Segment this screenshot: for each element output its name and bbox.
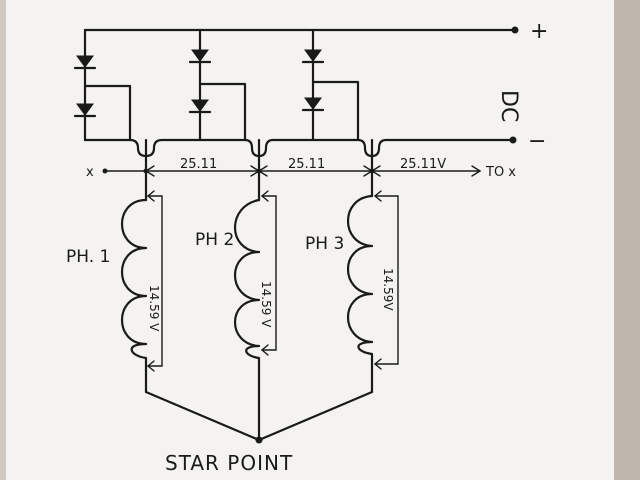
rectifier-leg-2 bbox=[188, 28, 247, 142]
rectifier-leg-1 bbox=[73, 28, 132, 142]
line-voltage-1: 25.11 bbox=[180, 157, 217, 172]
coil-phase-2 bbox=[234, 198, 261, 442]
diode-leg1-lower bbox=[73, 103, 97, 118]
phase-1-measure bbox=[146, 190, 163, 372]
phase-3-label: PH 3 bbox=[305, 234, 344, 254]
frame-edge bbox=[614, 0, 640, 480]
negative-terminal bbox=[509, 136, 517, 144]
minus-sign: − bbox=[528, 129, 546, 154]
diode-leg1-upper bbox=[73, 55, 97, 70]
star-point-node bbox=[255, 436, 263, 444]
phase-2-label: PH 2 bbox=[195, 230, 234, 250]
phase-voltage-3: 14.59V bbox=[381, 268, 395, 311]
diode-leg3-upper bbox=[301, 49, 325, 64]
phase-1-label: PH. 1 bbox=[66, 247, 110, 267]
star-connection bbox=[144, 390, 374, 444]
diode-leg2-upper bbox=[188, 49, 212, 64]
plus-sign: + bbox=[530, 19, 548, 44]
line-voltage-measure bbox=[102, 165, 482, 177]
star-point-label: STAR POINT bbox=[165, 451, 293, 475]
positive-terminal bbox=[511, 26, 519, 34]
phase-voltage-2: 14.59 V bbox=[259, 281, 273, 328]
phase-voltage-1: 14.59 V bbox=[147, 285, 161, 332]
diode-leg3-lower bbox=[301, 97, 325, 112]
line-voltage-3: 25.11V bbox=[400, 157, 446, 172]
x-left-label: x bbox=[86, 165, 94, 180]
diode-leg2-lower bbox=[188, 99, 212, 114]
coil-phase-1 bbox=[121, 198, 148, 394]
coil-phase-3 bbox=[347, 194, 374, 394]
positive-bus bbox=[83, 26, 519, 34]
paper-sheet bbox=[6, 0, 614, 480]
phase-2-measure bbox=[260, 190, 277, 356]
line-voltage-2: 25.11 bbox=[288, 157, 325, 172]
dc-label: DC bbox=[496, 90, 521, 122]
phase-3-measure bbox=[373, 190, 399, 370]
rectifier-leg-3 bbox=[301, 28, 360, 142]
to-x-label: TO x bbox=[485, 165, 516, 180]
